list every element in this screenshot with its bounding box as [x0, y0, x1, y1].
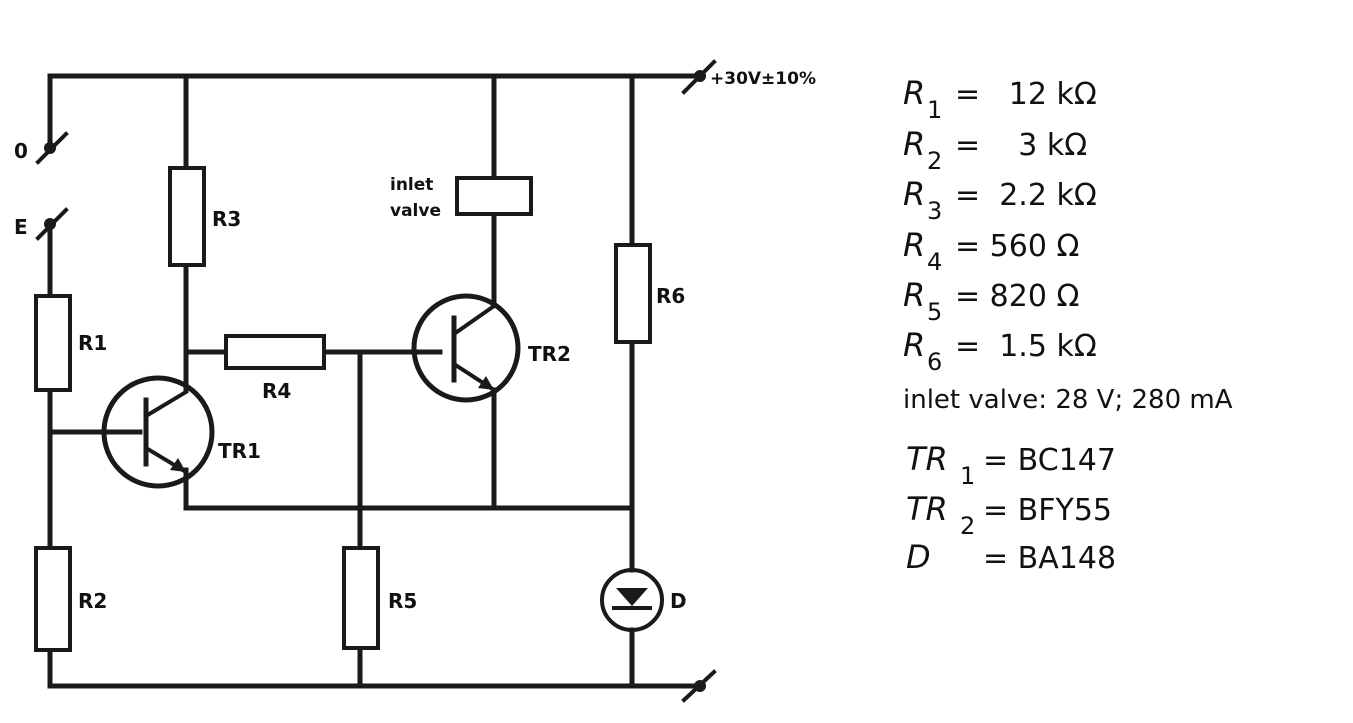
svg-text:2: 2	[960, 512, 975, 540]
resistor-r3	[168, 166, 206, 267]
terminal-e	[35, 207, 69, 241]
svg-text:2: 2	[927, 147, 942, 175]
r1-label: R1	[78, 331, 107, 355]
resistor-r1	[34, 294, 72, 392]
svg-text:TR: TR	[906, 440, 948, 478]
terminal-zero	[35, 131, 69, 165]
svg-text:1: 1	[960, 462, 975, 490]
r4-label: R4	[262, 379, 291, 403]
supply-label: +30V±10%	[710, 69, 816, 89]
svg-text:= BFY55: = BFY55	[983, 493, 1112, 528]
svg-text:R: R	[903, 276, 925, 314]
zero-label: 0	[14, 139, 28, 163]
svg-text:3: 3	[927, 197, 942, 225]
svg-text:= 1.5 kΩ: = 1.5 kΩ	[955, 329, 1097, 364]
spec-list: R 1 = 12 kΩ R 2 = 3 kΩ R 3 = 2.2 kΩ R 4 …	[903, 74, 1233, 576]
svg-text:D: D	[906, 538, 931, 576]
spec-valve: inlet valve: 28 V; 280 mA	[903, 385, 1233, 415]
svg-text:R: R	[903, 125, 925, 163]
valve-label-line1: inlet	[390, 175, 433, 195]
svg-text:= BA148: = BA148	[983, 541, 1116, 576]
transistor-tr1	[101, 375, 215, 489]
svg-text:= 2.2 kΩ: = 2.2 kΩ	[955, 178, 1097, 213]
r3-label: R3	[212, 207, 241, 231]
spec-tr2: TR 2 = BFY55	[906, 490, 1112, 540]
tr1-label: TR1	[218, 439, 261, 463]
spec-r5: R 5 = 820 Ω	[903, 276, 1079, 326]
svg-text:= 3 kΩ: = 3 kΩ	[955, 128, 1087, 163]
spec-r6: R 6 = 1.5 kΩ	[903, 326, 1097, 376]
valve-label-line2: valve	[390, 201, 441, 221]
diode-d	[600, 568, 664, 632]
svg-text:6: 6	[927, 348, 942, 376]
spec-r1: R 1 = 12 kΩ	[903, 74, 1097, 124]
spec-tr1: TR 1 = BC147	[906, 440, 1116, 490]
resistor-r2	[34, 546, 72, 652]
d-label: D	[670, 589, 687, 613]
svg-text:= 820 Ω: = 820 Ω	[955, 279, 1079, 314]
terminal-supply	[681, 59, 717, 95]
spec-d: D = BA148	[906, 538, 1116, 576]
svg-text:1: 1	[927, 96, 942, 124]
transistor-tr2	[411, 293, 521, 403]
resistor-r4	[224, 334, 326, 370]
svg-text:TR: TR	[906, 490, 948, 528]
r2-label: R2	[78, 589, 107, 613]
svg-text:R: R	[903, 175, 925, 213]
r6-label: R6	[656, 284, 685, 308]
spec-r4: R 4 = 560 Ω	[903, 226, 1079, 276]
svg-text:5: 5	[927, 298, 942, 326]
svg-text:= 560 Ω: = 560 Ω	[955, 229, 1079, 264]
tr2-label: TR2	[528, 342, 571, 366]
svg-text:R: R	[903, 226, 925, 264]
svg-text:4: 4	[927, 248, 942, 276]
inlet-valve-coil	[455, 176, 533, 216]
r5-label: R5	[388, 589, 417, 613]
spec-r2: R 2 = 3 kΩ	[903, 125, 1087, 175]
resistor-r5	[342, 546, 380, 650]
svg-text:R: R	[903, 326, 925, 364]
svg-text:R: R	[903, 74, 925, 112]
spec-r3: R 3 = 2.2 kΩ	[903, 175, 1097, 225]
e-label: E	[14, 215, 28, 239]
terminal-ground	[681, 669, 717, 703]
svg-text:= BC147: = BC147	[983, 443, 1116, 478]
svg-text:= 12 kΩ: = 12 kΩ	[955, 77, 1097, 112]
resistor-r6	[614, 243, 652, 344]
